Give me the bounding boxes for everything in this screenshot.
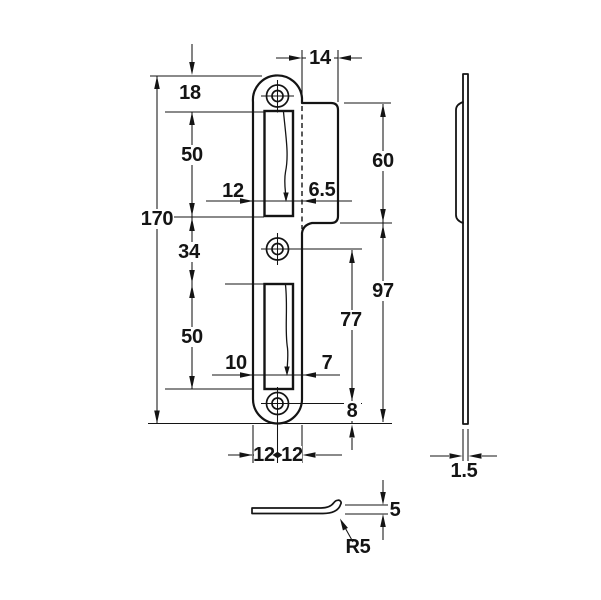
dim-slot1-height-label: 50 (181, 144, 203, 166)
plate-outline (251, 74, 340, 425)
arrowhead (240, 372, 253, 378)
dim-top-to-slot1-label: 18 (179, 82, 201, 104)
dim-hole-spacing-label: 77 (340, 309, 362, 331)
dim-bend-radius: R5 (340, 518, 371, 558)
dim-top-to-slot1: 18 (179, 44, 201, 104)
dim-slot1-from-left-label: 12 (222, 180, 244, 202)
arrowhead (303, 198, 316, 204)
arrowhead (239, 452, 253, 458)
arrowhead (189, 376, 195, 389)
dim-right-column: 60 97 (369, 104, 397, 422)
dim-tab-width-label: 14 (309, 47, 332, 69)
dim-slot2-height-label: 50 (181, 326, 203, 348)
latch-cutout-bottom (263, 282, 295, 391)
arrowhead (349, 388, 355, 401)
arrowhead (303, 372, 316, 378)
arrowhead (289, 55, 302, 61)
arrowhead (189, 270, 195, 283)
arrowhead (302, 452, 316, 458)
dim-thickness: 1.5 (430, 429, 497, 482)
dim-thickness-label: 1.5 (451, 460, 478, 482)
dim-hole-spacing: 77 8 (338, 250, 366, 450)
arrowhead (468, 453, 482, 459)
arrowhead (189, 203, 195, 216)
arrowhead (154, 76, 160, 89)
arrowhead (283, 192, 289, 202)
arrowhead (349, 250, 355, 263)
arrowhead (349, 424, 355, 438)
center-diamond (272, 451, 283, 459)
dim-width-right-label: 12 (281, 444, 303, 466)
dim-lip-rise: 5 (345, 480, 401, 540)
dim-width-left-label: 12 (253, 444, 275, 466)
dim-left-column: 50 34 50 (175, 112, 206, 389)
dim-lip-rise-label: 5 (390, 499, 401, 521)
dim-slot-gap-label: 34 (178, 241, 201, 263)
bottom-view (251, 499, 342, 515)
dim-tab-height-label: 60 (372, 150, 394, 172)
arrowhead (380, 514, 386, 527)
bent-lip-profile (251, 499, 342, 515)
side-view (455, 73, 469, 425)
front-view (251, 74, 340, 463)
dim-total-height-label: 170 (141, 208, 174, 230)
arrowhead (154, 410, 160, 424)
dim-tab-width: 14 (276, 47, 362, 69)
dim-bend-radius-label: R5 (346, 536, 371, 558)
arrowhead (380, 409, 386, 422)
arrowhead (240, 198, 253, 204)
screw-hole-top (261, 80, 294, 113)
dim-slot2-to-edge-label: 7 (322, 352, 333, 374)
dim-total-height: 170 (140, 76, 174, 424)
dim-tab-to-end-label: 97 (372, 280, 394, 302)
arrowhead (449, 453, 463, 459)
arrowhead (380, 225, 386, 238)
latch-cutout-top (263, 109, 295, 218)
arrowhead (189, 112, 195, 125)
arrowhead (380, 104, 386, 117)
arrowhead (338, 55, 351, 61)
arrowhead (340, 518, 348, 531)
arrowhead (380, 492, 386, 505)
arrowhead (284, 366, 290, 376)
side-profile (462, 73, 469, 425)
arrowhead (189, 62, 195, 75)
arrowhead (380, 209, 386, 222)
dim-width: 12 12 (228, 444, 342, 466)
dim-hole-to-end-label: 8 (347, 400, 358, 422)
side-lip-bump (455, 101, 464, 224)
arrowhead (189, 285, 195, 298)
dim-slot1-to-edge-label: 6.5 (309, 179, 336, 201)
dim-slot2-offsets: 10 7 (212, 352, 340, 378)
dim-slot1-offsets: 12 6.5 (206, 179, 352, 204)
dim-slot2-from-left-label: 10 (225, 352, 247, 374)
arrowhead (189, 218, 195, 231)
